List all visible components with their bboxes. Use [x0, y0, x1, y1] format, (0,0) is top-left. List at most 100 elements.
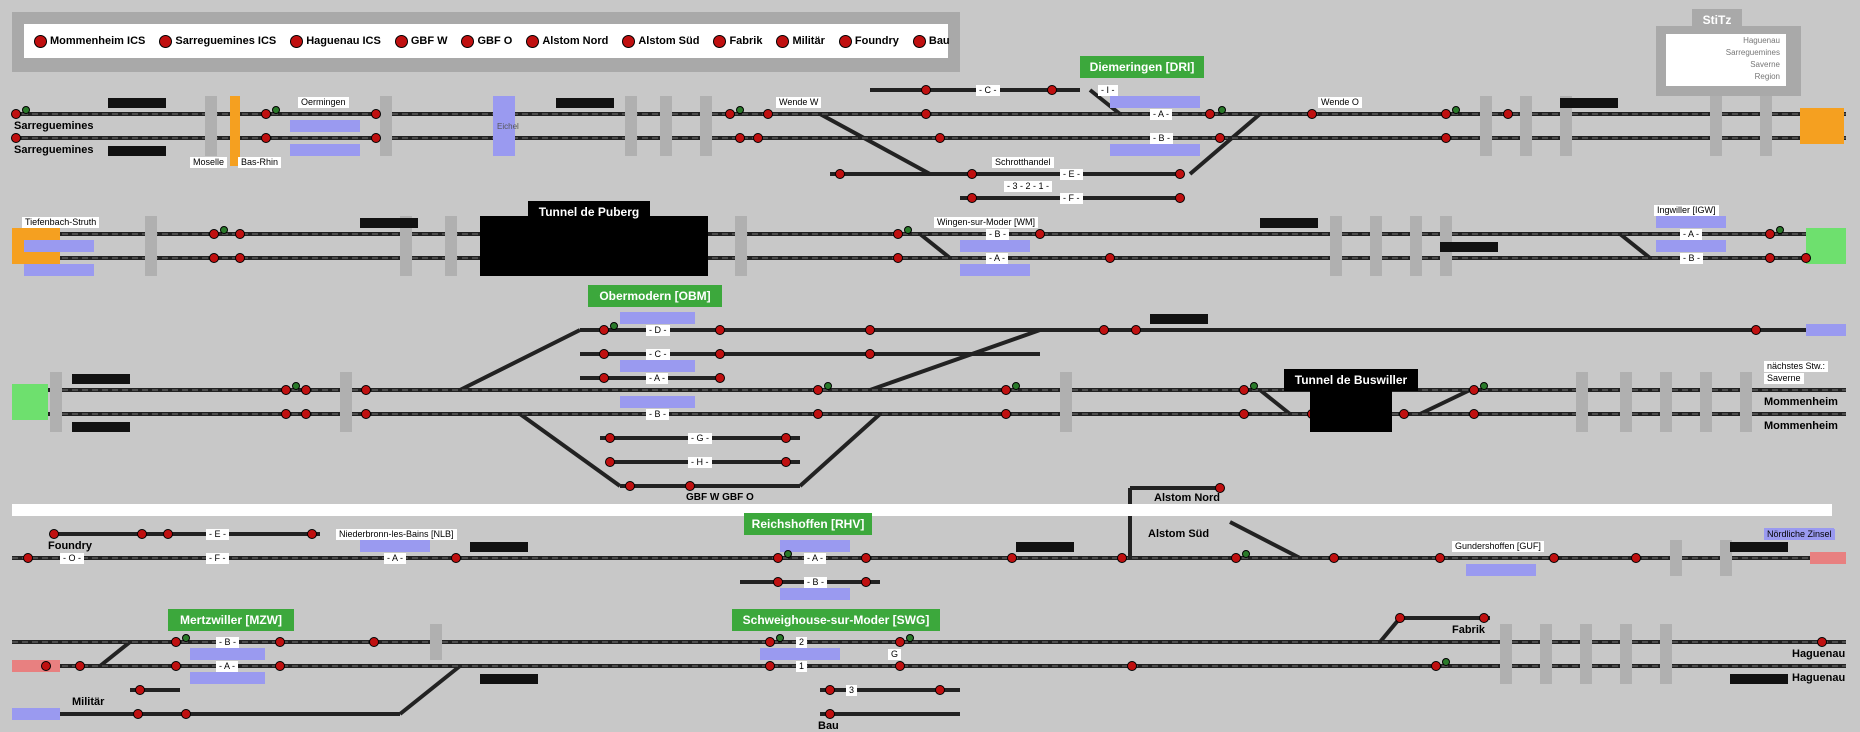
label-haguenau-2: Haguenau: [1792, 672, 1846, 684]
legend-label: Mommenheim ICS: [50, 35, 146, 47]
station-label-puberg[interactable]: Tunnel de Puberg: [528, 201, 650, 223]
label-sarreguemines-1: Sarreguemines: [14, 120, 94, 132]
label-gundershoffen: Gundershoffen [GUF]: [1452, 541, 1544, 552]
legend-label: Alstom Süd: [638, 35, 700, 47]
track-label: - B -: [804, 577, 827, 588]
track-label: - H -: [688, 457, 712, 468]
track-label: - B -: [646, 409, 669, 420]
stitz-list: Haguenau Sarreguemines Saverne Region: [1666, 34, 1786, 86]
label-alstom-nord: Alstom Nord: [1154, 492, 1220, 504]
legend-frame: Mommenheim ICS Sarreguemines ICS Haguena…: [12, 12, 960, 72]
label-militaer: Militär: [72, 696, 105, 708]
legend-item-fabrik[interactable]: Fabrik: [713, 34, 763, 48]
legend-item-bau[interactable]: Bau: [912, 34, 950, 48]
station-label-obermodern[interactable]: Obermodern [OBM]: [588, 285, 722, 307]
stitz-panel: Haguenau Sarreguemines Saverne Region: [1656, 26, 1801, 96]
track-label: - D -: [646, 325, 670, 336]
label-mommenheim-2: Mommenheim: [1764, 420, 1838, 432]
track-label: - E -: [1060, 169, 1083, 180]
legend-item-militaer[interactable]: Militär: [776, 34, 825, 48]
track-label: - B -: [216, 637, 239, 648]
stitz-row[interactable]: Haguenau: [1743, 35, 1780, 45]
track-label: - I -: [1098, 85, 1118, 96]
track-label: - C -: [646, 349, 670, 360]
track-label: - B -: [1150, 133, 1173, 144]
track-label: - B -: [1680, 253, 1703, 264]
track-label: - G -: [688, 433, 712, 444]
legend-label: Bau: [928, 35, 950, 47]
track-label: - E -: [206, 529, 229, 540]
legend-item-sarreguemines-ics[interactable]: Sarreguemines ICS: [159, 34, 277, 48]
label-fabrik: Fabrik: [1452, 624, 1486, 636]
label-oermingen: Oermingen: [298, 97, 349, 108]
track-label: - B -: [986, 229, 1009, 240]
label-schrotthandel: Schrotthandel: [992, 157, 1054, 168]
stitz-row[interactable]: Saverne: [1750, 59, 1780, 69]
station-label-schweighouse[interactable]: Schweighouse-sur-Moder [SWG]: [732, 609, 940, 631]
signal-icon: [394, 34, 408, 48]
legend: Mommenheim ICS Sarreguemines ICS Haguena…: [24, 24, 950, 58]
label-niederbronn: Niederbronn-les-Bains [NLB]: [336, 529, 457, 540]
label-bas-rhin: Bas-Rhin: [238, 157, 282, 168]
signal-icon: [912, 34, 926, 48]
signal-icon: [34, 34, 47, 48]
label-wingen: Wingen-sur-Moder [WM]: [934, 217, 1039, 228]
signal-icon: [290, 34, 304, 48]
track-label: - A -: [986, 253, 1009, 264]
legend-item-alstom-nord[interactable]: Alstom Nord: [526, 34, 609, 48]
station-label-diemeringen[interactable]: Diemeringen [DRI]: [1080, 56, 1204, 78]
signal-icon: [159, 34, 173, 48]
label-tiefenbach: Tiefenbach-Struth: [22, 217, 100, 228]
legend-label: Militär: [792, 35, 825, 47]
track-label: - A -: [646, 373, 669, 384]
signal-icon: [461, 34, 475, 48]
tunnel-puberg-block: [480, 216, 708, 276]
legend-item-haguenau-ics[interactable]: Haguenau ICS: [290, 34, 381, 48]
track-label: - O -: [60, 553, 84, 564]
legend-label: Sarreguemines ICS: [175, 35, 277, 47]
legend-item-mommenheim-ics[interactable]: Mommenheim ICS: [34, 34, 146, 48]
separator-bar: [12, 504, 1832, 516]
legend-item-foundry[interactable]: Foundry: [838, 34, 899, 48]
track-label: - A -: [804, 553, 827, 564]
legend-label: Haguenau ICS: [306, 35, 381, 47]
stitz-row[interactable]: Region: [1754, 71, 1780, 81]
legend-label: Fabrik: [729, 35, 763, 47]
track-label: - F -: [1060, 193, 1083, 204]
label-saverne: Saverne: [1764, 373, 1804, 384]
track-label: - A -: [384, 553, 407, 564]
tunnel-buswiller-block: [1310, 390, 1392, 432]
stitz-row[interactable]: Sarreguemines: [1725, 47, 1780, 57]
station-label-mertzwiller[interactable]: Mertzwiller [MZW]: [168, 609, 294, 631]
label-gbf-w-gbf-o: GBF W GBF O: [686, 492, 754, 503]
stitz-title: StiTz: [1692, 9, 1742, 31]
station-label-buswiller[interactable]: Tunnel de Buswiller: [1284, 369, 1418, 391]
legend-label: GBF W: [410, 35, 448, 47]
legend-label: GBF O: [477, 35, 513, 47]
track-label: - A -: [1150, 109, 1173, 120]
legend-item-gbf-o[interactable]: GBF O: [461, 34, 513, 48]
track-label: G: [888, 649, 902, 660]
signal-icon: [526, 34, 540, 48]
track-label: - 3 - 2 - 1 -: [1004, 181, 1053, 192]
signal-icon: [776, 34, 790, 48]
label-foundry: Foundry: [48, 540, 92, 552]
track-label: - C -: [976, 85, 1000, 96]
track-label: 3: [846, 685, 858, 696]
track-label: 2: [796, 637, 808, 648]
legend-label: Alstom Nord: [542, 35, 609, 47]
station-label-reichshoffen[interactable]: Reichshoffen [RHV]: [744, 513, 872, 535]
signal-icon: [838, 34, 852, 48]
signal-icon: [622, 34, 636, 48]
legend-item-gbf-w[interactable]: GBF W: [394, 34, 448, 48]
track-label: - A -: [1680, 229, 1703, 240]
track-label: - F -: [206, 553, 229, 564]
label-bau: Bau: [818, 720, 839, 732]
label-ingwiller: Ingwiller [IGW]: [1654, 205, 1719, 216]
label-naechstes: nächstes Stw.:: [1764, 361, 1829, 372]
track-label: - A -: [216, 661, 239, 672]
label-haguenau-1: Haguenau: [1792, 648, 1846, 660]
label-wende-w: Wende W: [776, 97, 822, 108]
legend-item-alstom-sued[interactable]: Alstom Süd: [622, 34, 700, 48]
